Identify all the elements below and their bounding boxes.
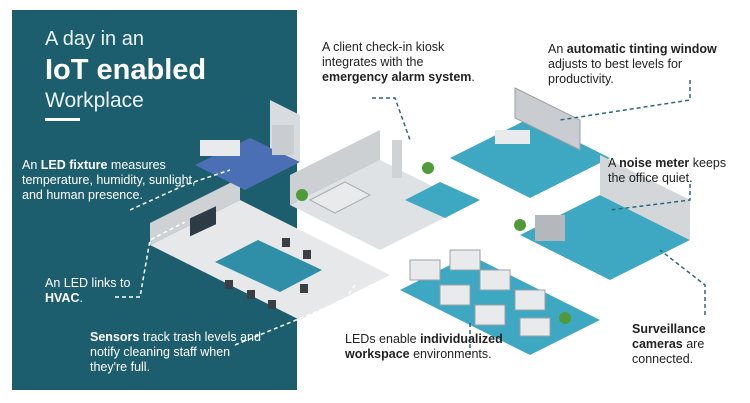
lounge-floor [405, 182, 480, 218]
title-panel [12, 10, 297, 390]
title-line-3: Workplace [45, 89, 144, 112]
leader-lines [115, 80, 706, 355]
top-right-desk [495, 130, 530, 144]
caption-workspace: LEDs enable individualized workspace env… [345, 332, 503, 361]
caption-cameras: Surveillance cameras are connected. [632, 322, 706, 366]
kiosk [392, 140, 402, 178]
title-divider [45, 118, 80, 121]
right-office-cabinet [535, 215, 565, 241]
caption-sensors: Sensors track trash levels and notify cl… [90, 330, 261, 374]
reception-wall [290, 130, 380, 205]
caption-noise-meter: A noise meter keeps the office quiet. [608, 156, 727, 185]
caption-tinting-window: An automatic tinting window adjusts to b… [548, 42, 717, 86]
caption-led-hvac: An LED links to HVAC. [45, 276, 131, 305]
right-office-wall [600, 155, 690, 240]
title-line-2: IoT enabled [45, 54, 207, 86]
caption-led-fixture: An LED fixture measures temperature, hum… [22, 158, 196, 202]
plants [296, 162, 571, 324]
conference-table [215, 240, 322, 292]
wall-screen [190, 206, 216, 237]
reception-desk [308, 181, 372, 214]
caption-kiosk: A client check-in kiosk integrates with … [322, 40, 475, 84]
conference-chairs [225, 238, 311, 309]
tinting-window [514, 87, 581, 151]
left-office-desk [200, 140, 240, 156]
left-office-cabinet [272, 125, 294, 155]
title-line-1: A day in an [45, 28, 144, 50]
cubicles [409, 249, 551, 337]
